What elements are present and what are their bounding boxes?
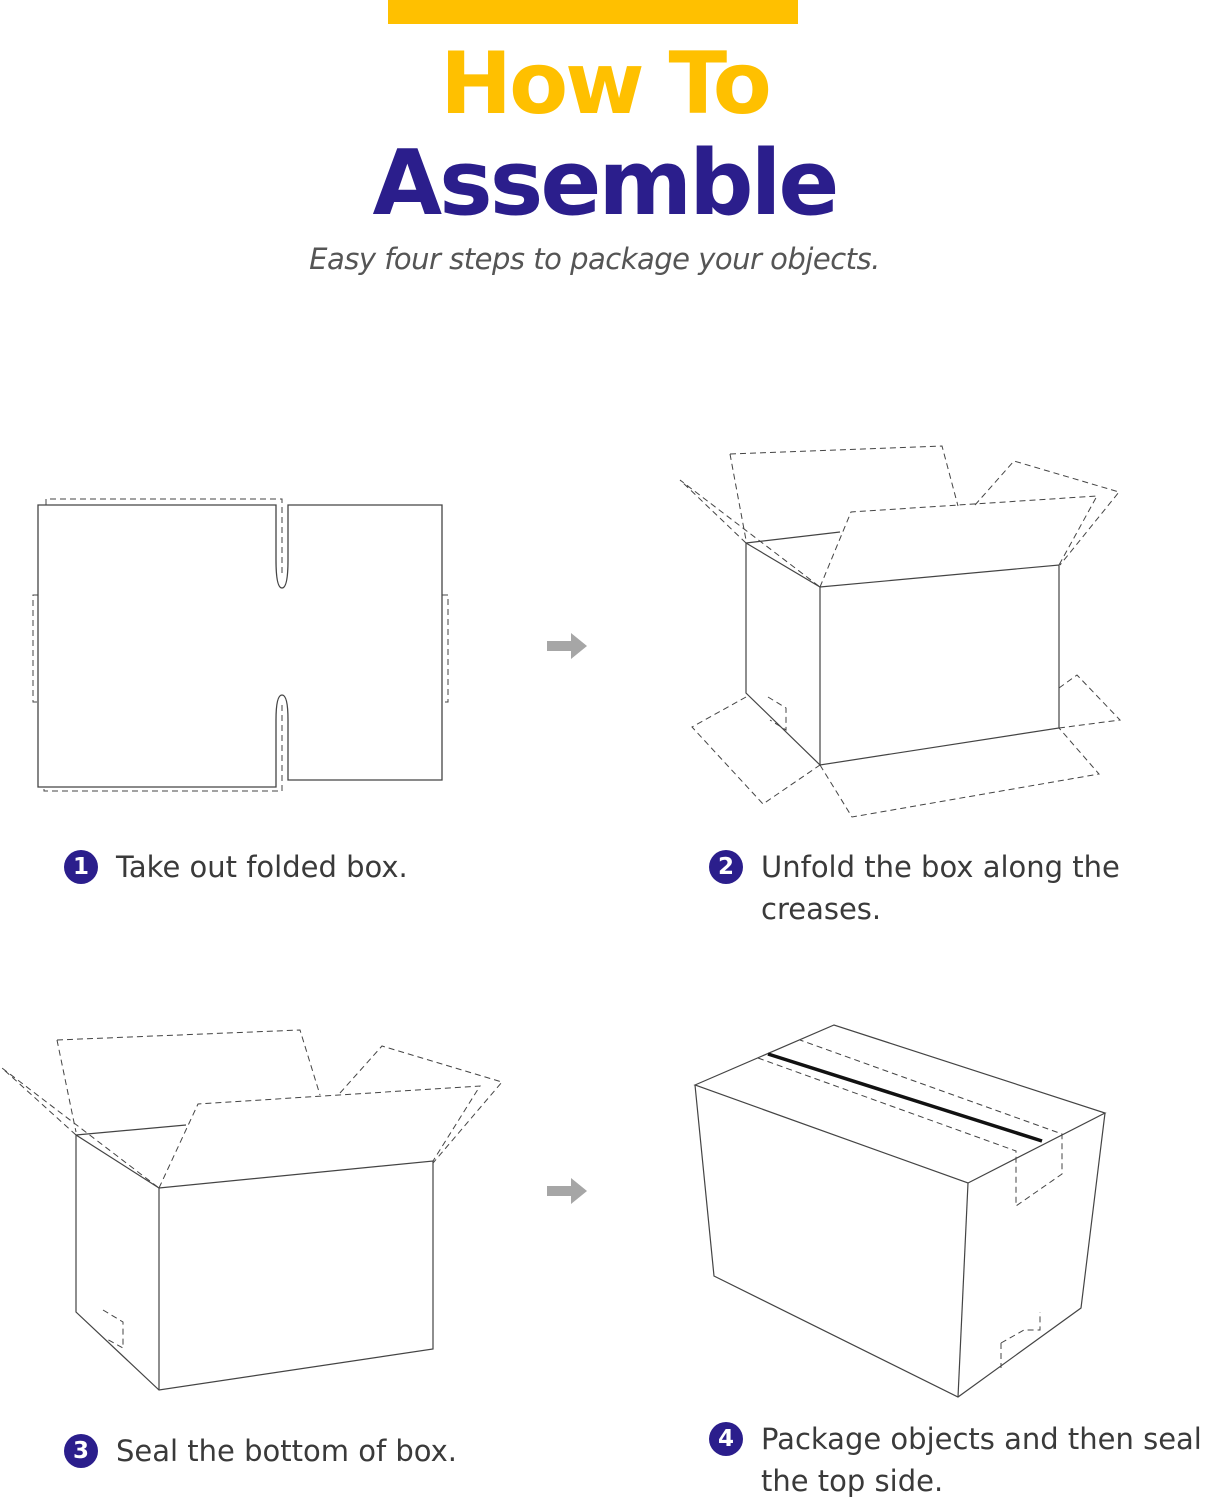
arrow-right-icon	[547, 1178, 587, 1204]
subtitle: Easy four steps to package your objects.	[309, 242, 880, 276]
bottom-sealed-box-illustration	[1, 1029, 503, 1391]
step-number-badge: 1	[64, 850, 98, 884]
step-4: 4 Package objects and then seal the top …	[709, 1418, 1204, 1502]
step-number-badge: 4	[709, 1422, 743, 1456]
title-line-1: How To	[440, 34, 772, 134]
step-text: Take out folded box.	[116, 850, 408, 884]
step-2: 2 Unfold the box along the creases.	[709, 846, 1139, 930]
step-number-badge: 3	[64, 1434, 98, 1468]
arrow-right-icon	[547, 633, 587, 659]
step-3: 3 Seal the bottom of box.	[64, 1430, 484, 1472]
step-1: 1 Take out folded box.	[64, 846, 484, 888]
sealed-box-illustration	[693, 1024, 1107, 1398]
open-box-illustration	[679, 445, 1122, 818]
step-number-badge: 2	[709, 850, 743, 884]
step-text: Unfold the box along the creases.	[761, 850, 1120, 926]
step-text: Package objects and then seal the top si…	[761, 1422, 1202, 1498]
step-text: Seal the bottom of box.	[116, 1434, 458, 1468]
top-accent-bar	[388, 0, 798, 24]
flat-box-illustration	[32, 498, 449, 792]
title-line-2: Assemble	[372, 131, 840, 236]
